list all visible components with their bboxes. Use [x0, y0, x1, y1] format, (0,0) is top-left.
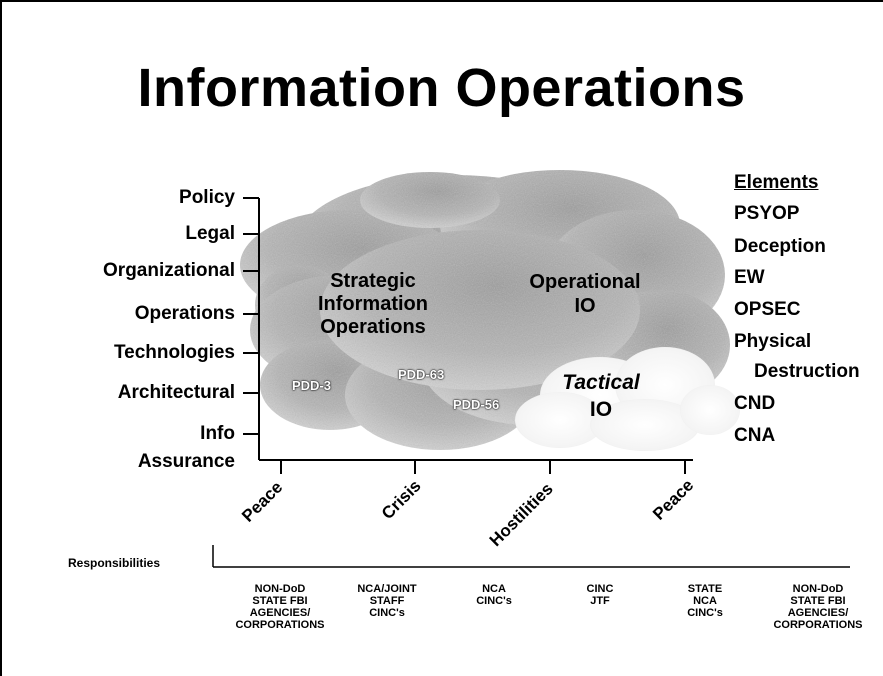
frame-left-border [0, 0, 2, 676]
responsibilities-axis [212, 545, 850, 568]
resp-2-line-2: STAFF [369, 595, 405, 607]
resp-5-line-3: CINC's [687, 607, 723, 619]
strategic-line-2: Information [318, 293, 428, 315]
responsibility-state: STATE NCA CINC's [645, 583, 765, 619]
y-label-legal: Legal [185, 223, 235, 244]
strategic-line-1: Strategic [330, 270, 416, 292]
resp-5-line-1: STATE [687, 583, 723, 595]
resp-1-line-4: CORPORATIONS [235, 619, 325, 631]
operational-line-1: Operational [529, 271, 641, 293]
resp-3-line-1: NCA [482, 583, 506, 595]
strategic-io-label: Strategic Information Operations [318, 270, 428, 339]
resp-6-line-2: STATE FBI [790, 595, 846, 607]
resp-1-line-1: NON-DoD [254, 583, 306, 595]
responsibility-cinc-jtf: CINC JTF [540, 583, 660, 607]
y-label-info: Info [200, 423, 235, 444]
y-label-technologies: Technologies [113, 342, 235, 363]
responsibilities-label: Responsibilities [68, 556, 161, 570]
responsibility-peace-end: NON-DoD STATE FBI AGENCIES/ CORPORATIONS [758, 583, 878, 631]
resp-3-line-2: CINC's [476, 595, 512, 607]
responsibility-hostilities: NCA CINC's [434, 583, 554, 607]
resp-2-line-1: NCA/JOINT [357, 583, 417, 595]
operational-io-label: Operational IO [515, 270, 655, 318]
element-cna: CNA [734, 425, 776, 446]
big-cloud [240, 170, 730, 450]
element-cnd: CND [734, 393, 776, 414]
pdd-3-label: PDD-3 [292, 378, 332, 393]
resp-6-line-4: CORPORATIONS [773, 619, 863, 631]
y-label-assurance: Assurance [137, 451, 235, 472]
resp-6-line-3: AGENCIES/ [787, 607, 849, 619]
pdd-63-label: PDD-63 [398, 367, 445, 382]
element-deception: Deception [734, 236, 826, 257]
element-opsec: OPSEC [734, 299, 801, 320]
y-label-organizational: Organizational [103, 260, 235, 281]
element-destruction: Destruction [754, 361, 860, 382]
pdd-56-label: PDD-56 [453, 397, 500, 412]
resp-5-line-2: NCA [693, 595, 717, 607]
responsibility-crisis: NCA/JOINT STAFF CINC's [327, 583, 447, 619]
y-axis [243, 197, 260, 460]
element-physical: Physical [734, 331, 812, 352]
resp-2-line-3: CINC's [369, 607, 405, 619]
y-label-operations: Operations [134, 303, 235, 324]
elements-heading: Elements [734, 172, 819, 193]
x-axis [259, 459, 693, 474]
element-ew: EW [734, 267, 765, 288]
resp-1-line-2: STATE FBI [252, 595, 308, 607]
tactical-io-label: Tactical IO [556, 369, 646, 423]
tactical-cloud [515, 347, 740, 451]
tactical-line-1: Tactical [562, 371, 640, 394]
tactical-line-2: IO [589, 398, 613, 421]
responsibility-peace-start: NON-DoD STATE FBI AGENCIES/ CORPORATIONS [220, 583, 340, 631]
strategic-line-3: Operations [320, 316, 426, 338]
resp-4-line-1: CINC [586, 583, 614, 595]
resp-4-line-2: JTF [590, 595, 610, 607]
frame-top-border [0, 0, 883, 2]
y-label-architectural: Architectural [117, 382, 235, 403]
page-title: Information Operations [137, 58, 746, 118]
operational-line-2: IO [574, 295, 596, 317]
resp-6-line-1: NON-DoD [792, 583, 844, 595]
element-psyop: PSYOP [734, 203, 800, 224]
resp-1-line-3: AGENCIES/ [249, 607, 311, 619]
y-label-policy: Policy [179, 187, 235, 208]
